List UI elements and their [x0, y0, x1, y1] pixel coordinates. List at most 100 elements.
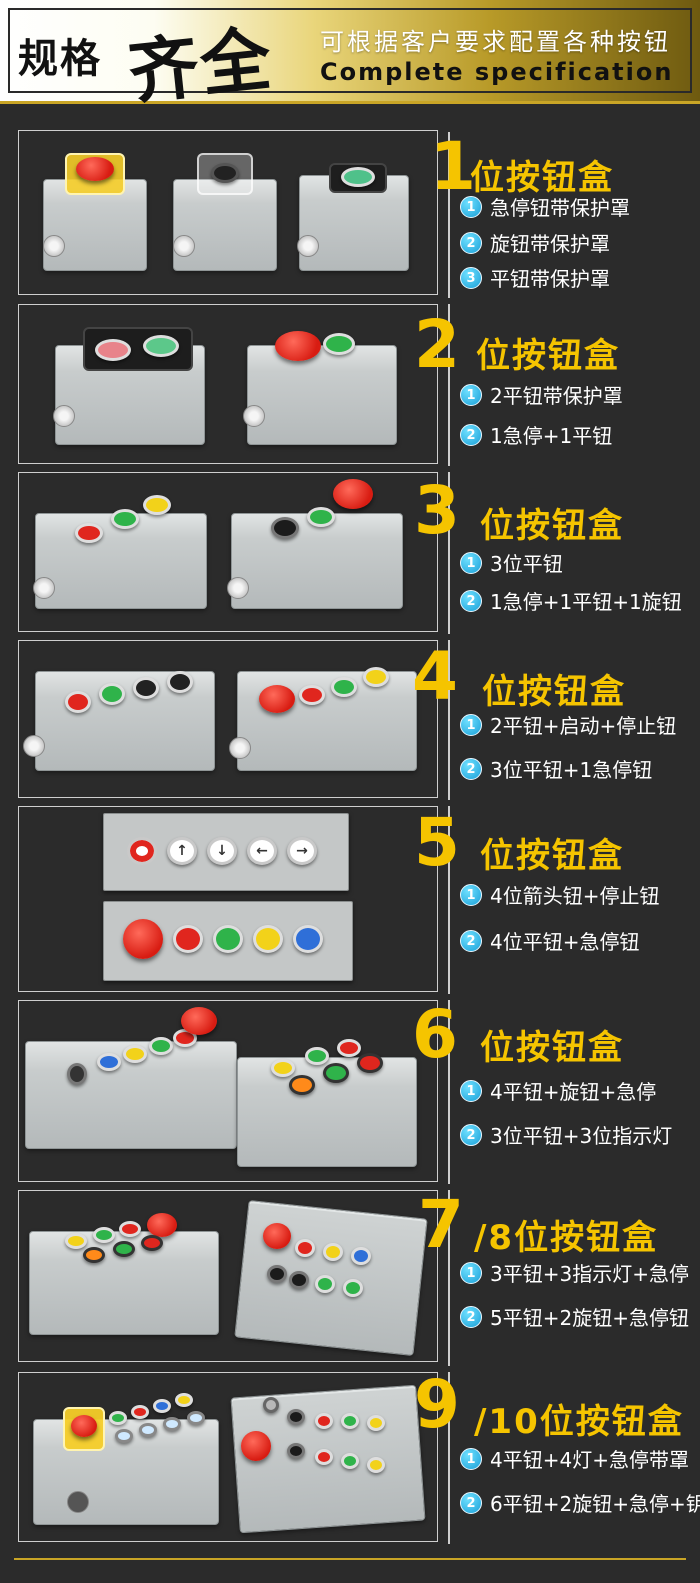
section-1: 1 位按钮盒 1 急停钮带保护罩 2 旋钮带保护罩 3 平钮带保护罩: [0, 128, 700, 298]
header-en-caption: Complete specification: [320, 58, 674, 86]
indicator-light-orange: [289, 1075, 315, 1095]
cable-gland: [33, 577, 55, 599]
section-5: ↑ ↓ ← → 5 位按钮盒 1 4位箭头钮+停止钮 2 4位平钮+急停钮: [0, 804, 700, 994]
arrow-left-icon: ←: [256, 843, 268, 859]
number-badge: 1: [460, 884, 482, 906]
flat-button-green: [315, 1275, 335, 1293]
number-badge: 2: [460, 930, 482, 952]
number-badge: 1: [460, 714, 482, 736]
flat-button-green: [93, 1227, 115, 1243]
cable-gland: [23, 735, 45, 757]
indicator-light: [139, 1423, 157, 1437]
spec-item-label: 6平钮+2旋钮+急停+钥匙: [490, 1492, 700, 1516]
divider-line: [448, 1372, 450, 1544]
spec-item-label: 急停钮带保护罩: [490, 196, 630, 220]
flat-button-blue: [97, 1053, 121, 1071]
indicator-light-red: [357, 1053, 383, 1073]
indicator-light: [187, 1411, 205, 1425]
spec-item-label: 5平钮+2旋钮+急停钮: [490, 1306, 689, 1330]
enclosure: [237, 671, 417, 771]
indicator-light-green: [323, 1063, 349, 1083]
arrow-left-button: [247, 837, 277, 865]
section-number: 9: [414, 1366, 460, 1443]
number-badge: 1: [460, 552, 482, 574]
cable-gland: [53, 405, 75, 427]
rotary-knob: [267, 1265, 287, 1283]
flat-button-yellow: [143, 495, 171, 515]
header-border: [8, 8, 692, 93]
cable-gland: [297, 235, 319, 257]
product-photo-1: [18, 130, 438, 295]
spec-item-label: 4平钮+旋钮+急停: [490, 1080, 657, 1104]
product-photo-5: ↑ ↓ ← →: [18, 806, 438, 992]
section-number: 6: [412, 996, 458, 1073]
section-title: 位按钮盒: [480, 836, 624, 876]
rotary-knob: [287, 1409, 305, 1425]
product-photo-2: [18, 304, 438, 464]
section-title: 位按钮盒: [480, 506, 624, 546]
flat-button-green: [305, 1047, 329, 1065]
spec-item-label: 1急停+1平钮+1旋钮: [490, 590, 682, 614]
flat-button-yellow: [323, 1243, 343, 1261]
emergency-stop-button: [241, 1431, 271, 1461]
emergency-stop-button: [263, 1223, 291, 1249]
section-title: 位按钮盒: [480, 1028, 624, 1068]
arrow-down-button: [207, 837, 237, 865]
section-number: 7: [418, 1186, 464, 1263]
header-cn-caption: 可根据客户要求配置各种按钮: [320, 28, 671, 56]
flat-button-green: [341, 167, 375, 187]
section-title: 位按钮盒: [482, 672, 626, 712]
number-badge: 2: [460, 1492, 482, 1514]
cable-gland: [173, 235, 195, 257]
flat-button-green: [111, 509, 139, 529]
enclosure: [33, 1419, 219, 1525]
indicator-light-red: [141, 1235, 163, 1251]
flat-button-red: [119, 1221, 141, 1237]
flat-button-green: [307, 507, 335, 527]
divider-line: [448, 132, 450, 298]
flat-button-green: [343, 1279, 363, 1297]
number-badge: 1: [460, 196, 482, 218]
flat-button-red: [337, 1039, 361, 1057]
enclosure: [35, 513, 207, 609]
emergency-stop-button: [123, 919, 163, 959]
stop-button: [65, 691, 91, 713]
spec-item-label: 3位平钮+3位指示灯: [490, 1124, 673, 1148]
section-7-8: 7 /8位按钮盒 1 3平钮+3指示灯+急停 2 5平钮+2旋钮+急停钮: [0, 1188, 700, 1366]
cable-gland: [227, 577, 249, 599]
divider-line: [448, 1000, 450, 1184]
section-number: 5: [414, 804, 460, 881]
indicator-light-orange: [83, 1247, 105, 1263]
arrow-right-icon: →: [296, 843, 308, 859]
section-number: 2: [414, 306, 460, 383]
emergency-stop-button: [71, 1415, 97, 1437]
number-badge: 1: [460, 1448, 482, 1470]
arrow-right-button: [287, 837, 317, 865]
flat-button-yellow: [367, 1457, 385, 1473]
product-photo-3: [18, 472, 438, 632]
divider-line: [448, 472, 450, 634]
divider-line: [448, 304, 450, 466]
flat-button-black: [167, 671, 193, 693]
section-number: 1: [430, 128, 476, 205]
header-left-text: 规格: [18, 36, 102, 82]
flat-button-green: [143, 335, 179, 357]
rotary-knob: [67, 1063, 87, 1085]
number-badge: 1: [460, 1080, 482, 1102]
flat-button-black: [133, 677, 159, 699]
enclosure: [231, 513, 403, 609]
number-badge: 1: [460, 384, 482, 406]
product-photo-9-10: [18, 1372, 438, 1542]
product-photo-4: [18, 640, 438, 798]
flat-button-red: [95, 339, 131, 361]
flat-button-red: [299, 685, 325, 705]
emergency-stop-button: [333, 479, 373, 509]
flat-button-blue: [293, 925, 323, 953]
flat-button-yellow: [363, 667, 389, 687]
spec-item-label: 3平钮+3指示灯+急停: [490, 1262, 689, 1286]
number-badge: 2: [460, 758, 482, 780]
section-title: /10位按钮盒: [474, 1402, 684, 1442]
flat-button-green: [331, 677, 357, 697]
section-6: 6 位按钮盒 1 4平钮+旋钮+急停 2 3位平钮+3位指示灯: [0, 998, 700, 1184]
indicator-light: [115, 1429, 133, 1443]
